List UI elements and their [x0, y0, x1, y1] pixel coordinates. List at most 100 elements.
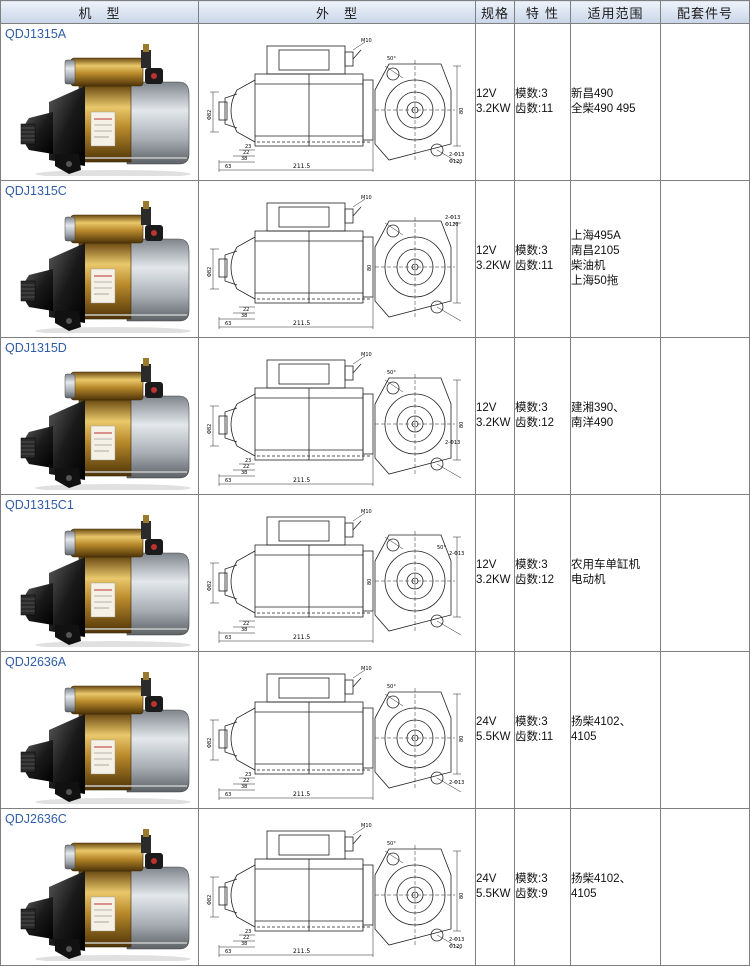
dim-holes: 2-Φ13	[449, 551, 464, 557]
dim-phi82: Φ82	[207, 267, 213, 277]
header-spec: 规格	[475, 0, 515, 24]
dim-phi82: Φ82	[207, 424, 213, 434]
model-code: QDJ1315A	[5, 27, 67, 41]
modulus: 模数:3	[515, 716, 548, 728]
spec-cell: 12V 3.2KW	[475, 494, 515, 652]
application-line: 4105	[571, 888, 597, 900]
application-cell: 新昌490 全柴490 495	[570, 23, 661, 181]
model-cell: QDJ1315C	[0, 180, 199, 338]
model-code: QDJ1315C1	[5, 498, 74, 512]
teeth-count: 齿数:11	[515, 260, 554, 272]
dim-22: 22	[243, 935, 249, 941]
dim-holes: 2-Φ13	[449, 780, 464, 786]
part-number-cell	[660, 23, 750, 181]
part-number-cell	[660, 337, 750, 495]
dim-holes: 2-Φ13	[449, 152, 464, 158]
header-appearance: 外 型	[198, 0, 476, 24]
dim-22: 22	[243, 778, 249, 784]
voltage: 24V	[476, 716, 497, 728]
dim-22: 22	[243, 307, 249, 313]
application-line: 扬柴4102、	[571, 873, 632, 885]
voltage: 12V	[476, 559, 497, 571]
application-cell: 上海495A 南昌2105 柴油机 上海50拖	[570, 180, 661, 338]
teeth-count: 齿数:9	[515, 888, 548, 900]
dim-length: 211.5	[293, 320, 310, 327]
dim-length: 211.5	[293, 791, 310, 798]
application-line: 新昌490	[571, 88, 614, 100]
drawing-cell: 211.5 63 38 22 23 M10 Φ82 2-Φ13 Φ120 50°…	[198, 808, 476, 966]
table-row: QDJ1315C1 211.5 63 38 22 M10 Φ82 2-Φ13 5…	[0, 494, 750, 652]
header-row: 机 型 外 型 规格 特 性 适用范围 配套件号	[0, 0, 750, 24]
starter-motor-photo	[20, 514, 191, 647]
dim-63: 63	[225, 792, 231, 798]
dim-angle: 50°	[387, 370, 396, 376]
drawing-cell: 211.5 63 38 22 23 M10 Φ82 2-Φ13 50° 80	[198, 337, 476, 495]
dim-phi82: Φ82	[207, 895, 213, 905]
dim-angle: 50°	[437, 545, 446, 551]
dim-22: 22	[243, 464, 249, 470]
technical-drawing: 211.5 63 38 22 23 M10 Φ82 2-Φ13 50° 80	[207, 352, 465, 486]
technical-drawing: 211.5 63 38 22 M10 Φ82 2-Φ13 50° 80	[207, 509, 464, 643]
application-line: 建湘390、	[571, 402, 625, 414]
application-line: 电动机	[571, 574, 606, 586]
dim-80: 80	[459, 108, 465, 114]
technical-drawing: 211.5 63 38 22 M10 Φ82 2-Φ13 Φ120 80	[207, 195, 462, 329]
teeth-count: 齿数:12	[515, 417, 554, 429]
header-model: 机 型	[0, 0, 199, 24]
model-cell: QDJ2636C	[0, 808, 199, 966]
dim-m10: M10	[361, 195, 372, 201]
dim-angle: 50°	[387, 684, 396, 690]
starter-motor-photo	[20, 671, 191, 804]
technical-drawing: 211.5 63 38 22 23 M10 Φ82 2-Φ13 Φ120 50°…	[207, 823, 465, 957]
teeth-count: 齿数:11	[515, 103, 554, 115]
dim-23: 23	[245, 144, 251, 150]
dim-38: 38	[241, 313, 247, 319]
drawing-cell: 211.5 63 38 22 23 M10 Φ82 2-Φ13 50° 80	[198, 651, 476, 809]
dim-holes: 2-Φ13	[445, 440, 460, 446]
dim-22: 22	[243, 621, 249, 627]
dim-length: 211.5	[293, 163, 310, 170]
voltage: 12V	[476, 88, 497, 100]
application-line: 扬柴4102、	[571, 716, 632, 728]
dim-phi82: Φ82	[207, 581, 213, 591]
application-line: 上海50拖	[571, 275, 619, 287]
header-part-number: 配套件号	[660, 0, 750, 24]
voltage: 12V	[476, 402, 497, 414]
dim-length: 211.5	[293, 634, 310, 641]
dim-80: 80	[459, 736, 465, 742]
teeth-count: 齿数:12	[515, 574, 554, 586]
dim-63: 63	[225, 164, 231, 170]
dim-phi120: Φ120	[449, 944, 462, 950]
model-cell: QDJ2636A	[0, 651, 199, 809]
model-code: QDJ1315C	[5, 184, 67, 198]
drawing-cell: 211.5 63 38 22 23 M10 Φ82 2-Φ13 Φ120 50°…	[198, 23, 476, 181]
dim-m10: M10	[361, 352, 372, 358]
dim-angle: 50°	[387, 841, 396, 847]
dim-38: 38	[241, 784, 247, 790]
dim-63: 63	[225, 478, 231, 484]
voltage: 24V	[476, 873, 497, 885]
modulus: 模数:3	[515, 245, 548, 257]
spec-cell: 24V 5.5KW	[475, 651, 515, 809]
application-line: 上海495A	[571, 230, 621, 242]
features-cell: 模数:3 齿数:11	[514, 23, 571, 181]
drawing-cell: 211.5 63 38 22 M10 Φ82 2-Φ13 50° 80	[198, 494, 476, 652]
dim-holes: 2-Φ13	[445, 215, 460, 221]
technical-drawing: 211.5 63 38 22 23 M10 Φ82 2-Φ13 Φ120 50°…	[207, 38, 465, 172]
dim-63: 63	[225, 321, 231, 327]
spec-cell: 12V 3.2KW	[475, 23, 515, 181]
part-number-cell	[660, 808, 750, 966]
dim-phi82: Φ82	[207, 110, 213, 120]
part-number-cell	[660, 651, 750, 809]
application-line: 南昌2105	[571, 245, 620, 257]
dim-38: 38	[241, 627, 247, 633]
dim-63: 63	[225, 635, 231, 641]
model-cell: QDJ1315A	[0, 23, 199, 181]
modulus: 模数:3	[515, 873, 548, 885]
dim-phi120: Φ120	[449, 159, 462, 165]
dim-phi120: Φ120	[445, 222, 458, 228]
spec-cell: 12V 3.2KW	[475, 180, 515, 338]
table-row: QDJ2636C 211.5 63 38 22 23 M10 Φ82 2-Φ13…	[0, 808, 750, 966]
model-code: QDJ1315D	[5, 341, 67, 355]
starter-motor-photo	[20, 828, 191, 961]
